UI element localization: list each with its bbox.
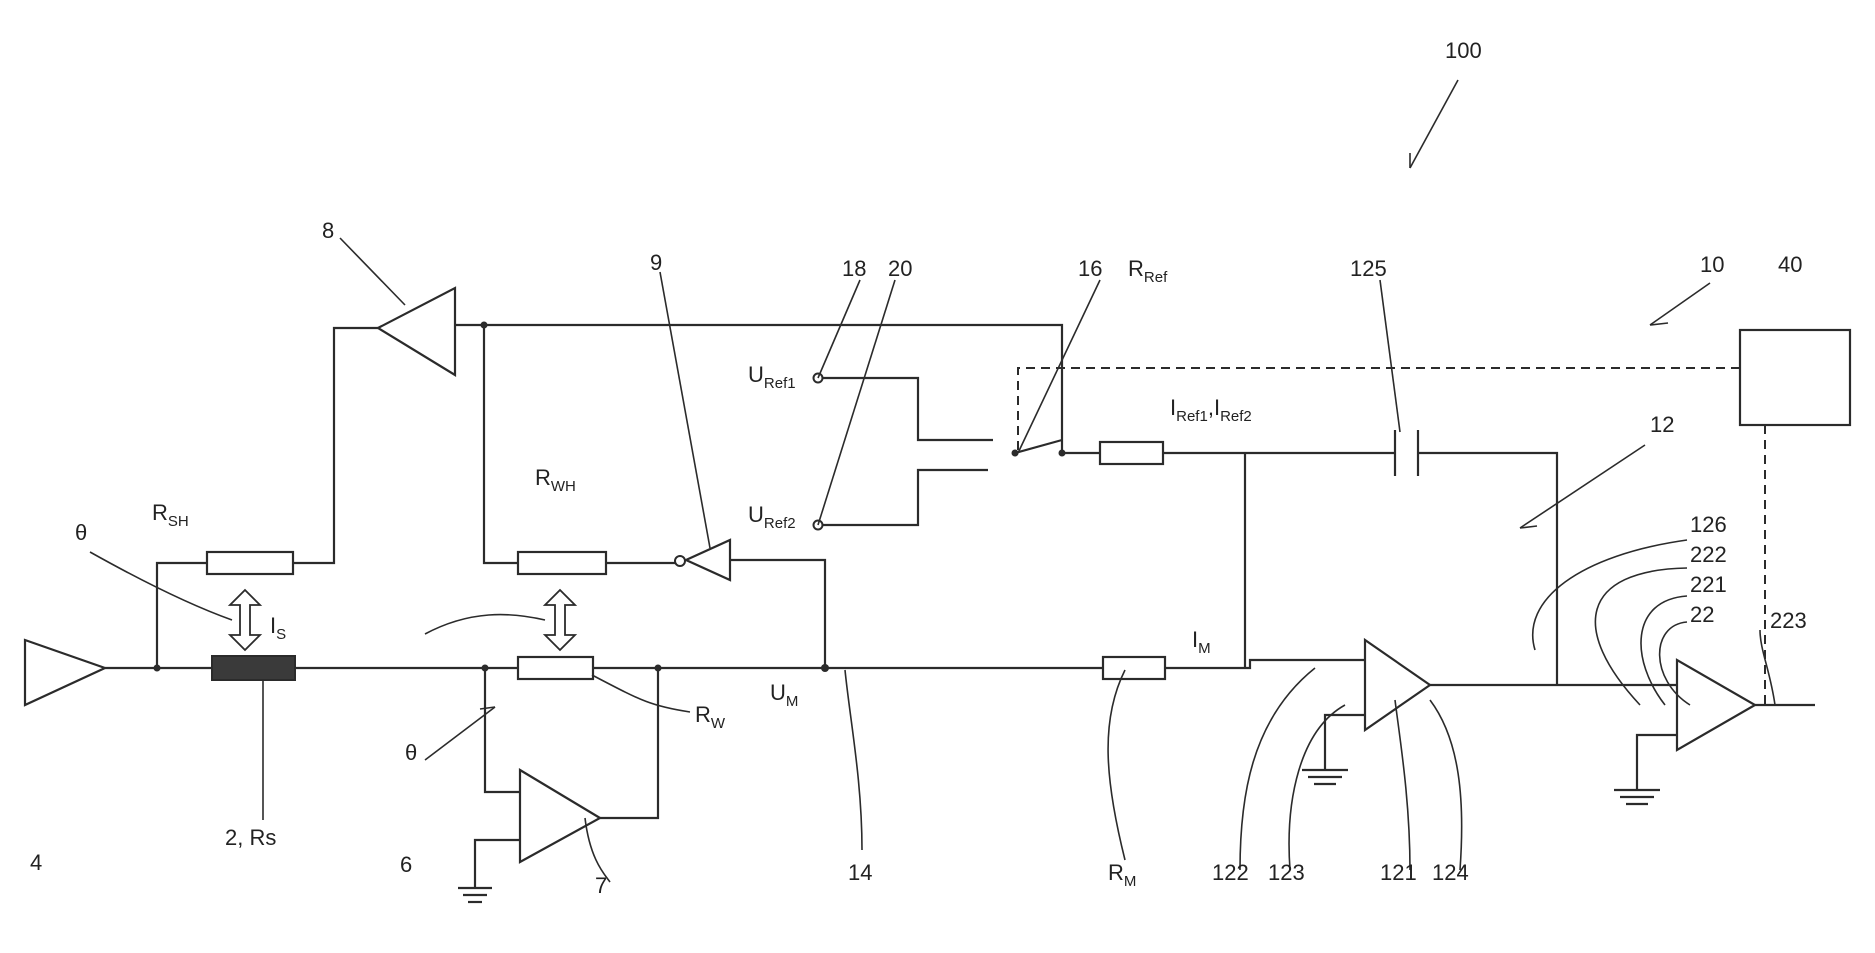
ref-223: 223 — [1770, 608, 1807, 633]
rsh-branch-wire — [157, 563, 207, 668]
theta-label: θ — [75, 520, 87, 545]
ref-4: 4 — [30, 850, 42, 875]
control-block-40 — [1740, 330, 1850, 425]
ref-10: 10 — [1700, 252, 1724, 277]
ref-124: 124 — [1432, 860, 1469, 885]
node-14 — [821, 664, 829, 672]
double-arrow-icon — [230, 590, 260, 650]
resistor-rm — [1103, 657, 1165, 679]
ref-18: 18 — [842, 256, 866, 281]
ground-symbol-opamp7 — [458, 888, 492, 902]
ref-40: 40 — [1778, 252, 1802, 277]
node — [1059, 450, 1066, 457]
node — [655, 665, 662, 672]
resistor-rref — [1100, 442, 1163, 464]
inverter-9 — [686, 540, 730, 580]
symbol-uref2: URef2 — [748, 502, 796, 532]
ground-symbol-opamp121 — [1302, 770, 1348, 784]
rsh-to-amp8-wire — [293, 328, 378, 563]
resistor-rsh — [207, 552, 293, 574]
control-dashed-line — [1018, 368, 1740, 453]
resistor-rwh — [518, 552, 606, 574]
sensor-label: 2, Rs — [225, 825, 276, 850]
ref-9: 9 — [650, 250, 662, 275]
ref-100: 100 — [1445, 38, 1482, 63]
symbol-uref1: URef1 — [748, 362, 796, 392]
symbol-rw: RW — [695, 702, 726, 732]
switch-16-blade — [1015, 440, 1062, 453]
symbol-um: UM — [770, 680, 798, 710]
ref-22: 22 — [1690, 602, 1714, 627]
inverter-bubble — [675, 556, 685, 566]
amplifier-4 — [25, 640, 105, 705]
cap-to-output-wire — [1418, 453, 1557, 685]
ref-16: 16 — [1078, 256, 1102, 281]
opamp121-ground-wire — [1325, 715, 1365, 770]
symbol-im: IM — [1192, 627, 1211, 657]
symbol-iref: IRef1,IRef2 — [1170, 395, 1252, 425]
opamp7-output-wire — [600, 668, 658, 818]
main-signal-line-4 — [1165, 660, 1365, 668]
top-line-wire — [455, 325, 1062, 453]
symbol-rsh: RSH — [152, 500, 189, 530]
rwh-branch-wire — [484, 325, 518, 563]
ref-121: 121 — [1380, 860, 1417, 885]
node — [481, 322, 488, 329]
node — [482, 665, 489, 672]
ref-126: 126 — [1690, 512, 1727, 537]
ref-6: 6 — [400, 852, 412, 877]
ref-222: 222 — [1690, 542, 1727, 567]
ref-122: 122 — [1212, 860, 1249, 885]
theta-label: θ — [405, 740, 417, 765]
ground-symbol-opamp22 — [1614, 790, 1660, 804]
uref2-wire — [818, 470, 988, 525]
inverter-to-um-wire — [730, 560, 825, 668]
ref-221: 221 — [1690, 572, 1727, 597]
double-arrow-icon — [545, 590, 575, 650]
ref-7: 7 — [595, 873, 607, 898]
ref-123: 123 — [1268, 860, 1305, 885]
opamp-7 — [520, 770, 600, 862]
ref-20: 20 — [888, 256, 912, 281]
amplifier-8 — [378, 288, 455, 375]
sensor-element-rs — [212, 656, 295, 680]
resistor-rw — [518, 657, 593, 679]
node — [1012, 450, 1019, 457]
symbol-is: IS — [270, 613, 286, 643]
ref-14: 14 — [848, 860, 872, 885]
symbol-rm: RM — [1108, 860, 1136, 890]
opamp22-ground-wire — [1637, 735, 1677, 790]
node — [154, 665, 161, 672]
ref-125: 125 — [1350, 256, 1387, 281]
ref-8: 8 — [322, 218, 334, 243]
ref-12: 12 — [1650, 412, 1674, 437]
symbol-rref: RRef — [1128, 256, 1168, 286]
uref1-wire — [818, 378, 993, 440]
opamp7-input-wire — [485, 668, 520, 792]
opamp7-ground-wire — [475, 840, 520, 888]
symbol-rwh: RWH — [535, 465, 576, 495]
leader-lines — [90, 80, 1775, 882]
wiring — [105, 325, 1815, 888]
